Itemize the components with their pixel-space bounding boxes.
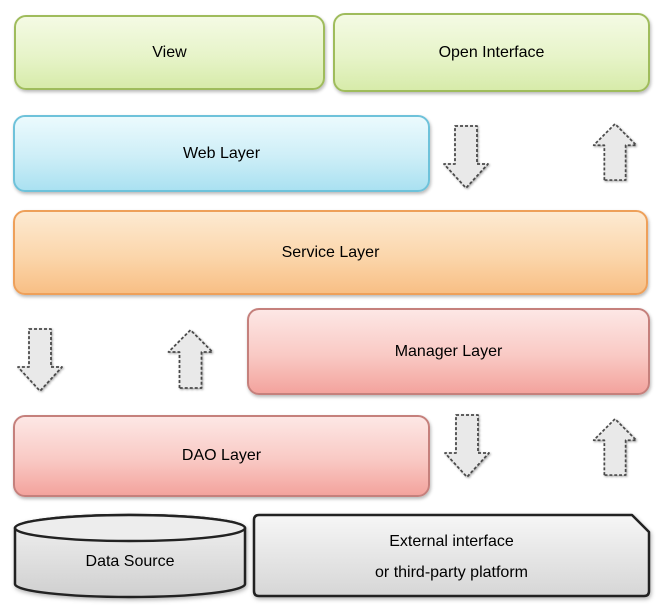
manager-layer-box: Manager Layer [247,308,650,395]
dao-layer-box: DAO Layer [13,415,430,497]
database-cylinder-icon [13,513,247,599]
open-interface-label: Open Interface [438,43,545,61]
dao-layer-label: DAO Layer [181,447,262,464]
external-interface-shape [252,513,651,598]
service-layer-box: Service Layer [13,210,648,295]
data-source-label: Data Source [85,553,175,570]
up-arrow-icon [592,123,638,181]
open-interface-box: Open Interface [333,13,650,92]
manager-layer-label: Manager Layer [394,342,503,360]
down-arrow-icon [17,328,63,392]
view-layer-label: View [152,43,187,61]
external-interface-line1: External interface [389,533,514,550]
web-layer-box: Web Layer [13,115,430,192]
service-layer-label: Service Layer [281,243,380,261]
web-layer-label: Web Layer [182,144,261,162]
down-arrow-icon [443,125,489,189]
up-arrow-icon [592,418,638,476]
view-layer-box: View [14,15,325,90]
external-interface-label: External interface or third-party platfo… [252,526,651,588]
down-arrow-icon [444,414,490,478]
up-arrow-icon [167,329,214,389]
external-interface-line2: or third-party platform [375,564,528,581]
